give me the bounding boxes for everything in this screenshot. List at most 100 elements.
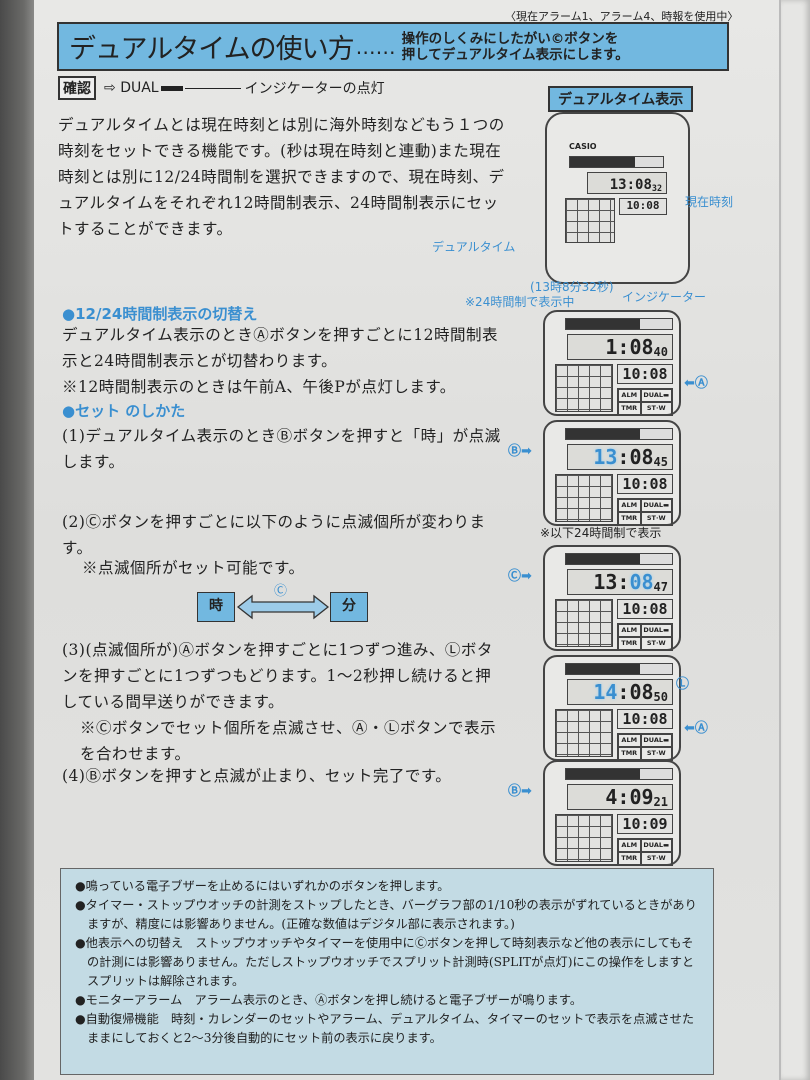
step-3: (3)(点滅個所が)Ⓐボタンを押すごとに1つずつ進み、Ⓛボタンを押すごとに1つず…: [62, 641, 493, 711]
analog-grid: [565, 198, 615, 243]
top-note: 〈現在アラーム1、アラーム4、時報を使用中〉: [505, 10, 739, 23]
tag: TMR: [618, 852, 641, 865]
tag: ST·W: [640, 637, 672, 650]
bar-graph: [565, 768, 673, 780]
button-marker-button_right: ⬅Ⓐ: [684, 376, 708, 391]
tag: TMR: [618, 512, 641, 525]
hour-digits: 13: [593, 445, 618, 469]
step-4: (4)Ⓑボタンを押すと点滅が止まり、セット完了です。: [62, 767, 452, 785]
analog-grid: [555, 599, 613, 647]
background-fabric: [0, 0, 34, 1080]
hour-digits: 4: [605, 785, 618, 809]
tag: DUAL▬: [640, 624, 672, 637]
bar-graph: [565, 663, 673, 675]
bar-graph: [569, 156, 664, 168]
analog-grid: [555, 364, 613, 412]
tag: ST·W: [640, 747, 672, 760]
button-marker-button_left: Ⓑ➡: [508, 444, 532, 459]
tag: TMR: [618, 637, 641, 650]
second-digits: 21: [653, 795, 668, 809]
tag: TMR: [618, 402, 641, 415]
tag: ST·W: [640, 402, 672, 415]
dual-time-label: デュアルタイム: [432, 240, 516, 254]
tag: ALM: [618, 734, 641, 747]
tag: TMR: [618, 747, 641, 760]
text-12-24: デュアルタイム表示のときⒶボタンを押すごとに12時間制表示と24時間制表示とが切…: [62, 326, 498, 370]
arrow-icon: ⇨: [104, 80, 116, 96]
bar-graph: [565, 553, 673, 565]
second-digits: 47: [653, 580, 668, 594]
page-title: デュアルタイムの使い方: [69, 34, 355, 65]
subtitle-line: 押してデュアルタイム表示にします。: [401, 46, 629, 63]
step-3-note: ※Ⓒボタンでセット個所を点滅させ、Ⓐ・Ⓛボタンで表示を合わせます。: [80, 719, 497, 763]
second-digits: 50: [653, 690, 668, 704]
confirm-row: 確認 ⇨ DUAL インジケーターの点灯: [58, 76, 385, 100]
note-12-24: ※12時間制表示のときは午前A、午後Pが点灯します。: [62, 378, 456, 396]
tag: ST·W: [640, 852, 672, 865]
cycle-button-c: Ⓒ: [274, 584, 288, 599]
sub-lcd: 10:08: [617, 709, 673, 729]
step-2: (2)Ⓒボタンを押すごとに以下のように点滅個所が変わります。: [62, 513, 486, 557]
tag: DUAL▬: [640, 389, 672, 402]
tag: ST·W: [640, 512, 672, 525]
button-marker-button_left: Ⓑ➡: [508, 784, 532, 799]
intro-text: デュアルタイムとは現在時刻とは別に海外時刻などもう１つの時刻をセットできる機能で…: [58, 116, 505, 238]
sub-lcd: 10:08: [617, 474, 673, 494]
heading-set: ●セット のしかた: [62, 402, 186, 420]
hour-digits: 13: [593, 570, 618, 594]
heading-12-24: ●12/24時間制表示の切替え: [62, 305, 258, 323]
title-dots: ……: [355, 34, 396, 59]
subtitle-line: 操作のしくみにしたがい©ボタンを: [401, 30, 619, 47]
watch-brand: CASIO: [569, 142, 597, 151]
hour-digits: 14: [593, 680, 618, 704]
sub-lcd: 10:09: [617, 814, 673, 834]
next-page-edge: [779, 0, 810, 1080]
main-seconds: 32: [651, 183, 662, 193]
note-24h-below: ※以下24時間制で表示: [540, 526, 662, 540]
tag: DUAL▬: [640, 839, 672, 852]
analog-grid: [555, 474, 613, 522]
second-digits: 45: [653, 455, 668, 469]
minute-box: 分: [330, 592, 368, 622]
leader-line: [184, 87, 241, 89]
minute-digits: 08: [629, 570, 654, 594]
button-marker-button_top: Ⓛ: [676, 677, 690, 692]
hour-box: 時: [197, 592, 235, 622]
sub-lcd: 10:08: [617, 364, 673, 384]
step-2-note: ※点滅個所がセット可能です。: [82, 559, 305, 577]
tag: DUAL▬: [640, 499, 672, 512]
minute-digits: 08: [629, 680, 654, 704]
note-item: ●タイマー・ストップウオッチの計測をストップしたとき、バーグラフ部の1/10秒の…: [75, 898, 697, 931]
double-arrow-icon: [236, 594, 330, 620]
dual-time-display-label: デュアルタイム表示: [548, 86, 694, 112]
minute-digits: 08: [629, 445, 654, 469]
hour-digits: 1: [605, 335, 618, 359]
bar-graph: [565, 318, 673, 330]
minute-digits: 09: [629, 785, 654, 809]
confirm-text: インジケーターの点灯: [244, 81, 385, 97]
note-item: ●モニターアラーム アラーム表示のとき、Ⓐボタンを押し続けると電子ブザーが鳴りま…: [75, 993, 583, 1007]
notes-box: ●鳴っている電子ブザーを止めるにはいずれかのボタンを押します。 ●タイマー・スト…: [60, 868, 714, 1075]
tag: ALM: [618, 839, 641, 852]
button-marker-button_right: ⬅Ⓐ: [684, 721, 708, 736]
confirm-label: 確認: [58, 76, 96, 100]
analog-grid: [555, 709, 613, 757]
time-note: (13時8分32秒): [530, 280, 614, 294]
sub-lcd: 10:08: [619, 198, 667, 215]
note-item: ●自動復帰機能 時刻・カレンダーのセットやアラーム、デュアルタイム、タイマーのセ…: [75, 1012, 695, 1045]
button-marker-button_left: Ⓒ➡: [508, 569, 532, 584]
